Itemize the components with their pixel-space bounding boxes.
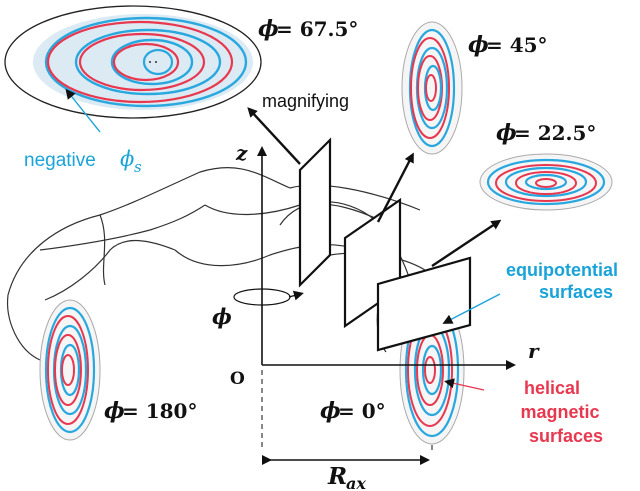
callout-lines <box>65 88 501 391</box>
phi-symbol: ϕ <box>104 398 125 424</box>
section-phi-180 <box>39 299 101 441</box>
phi-axis-label: ϕ <box>212 304 232 329</box>
rax-label: R ax <box>327 463 366 491</box>
equipotential-line-1: equipotential <box>506 260 618 280</box>
label-phi-180: ϕ = 180° <box>104 398 197 424</box>
label-phi-67: ϕ = 67.5° <box>258 16 358 42</box>
section-phi-22 <box>479 153 613 211</box>
z-axis-label: z <box>235 141 248 165</box>
helical-label: helical magnetic surfaces <box>520 378 603 446</box>
helical-line-1: helical <box>524 378 580 398</box>
cutting-planes <box>298 137 472 352</box>
equipotential-line-2: surfaces <box>539 282 613 302</box>
rax-subscript: ax <box>346 474 366 491</box>
negative-label: negative <box>24 150 96 171</box>
phi-180-label: = 180° <box>122 399 197 423</box>
phi-45-label: = 45° <box>486 33 548 57</box>
magnifying-label: magnifying <box>262 91 349 111</box>
phi-0-label: = 0° <box>338 399 386 423</box>
label-phi-45: ϕ = 45° <box>468 32 548 58</box>
phi-symbol: ϕ <box>468 32 489 58</box>
phi-22-label: = 22.5° <box>514 121 596 145</box>
section-phi-45 <box>401 21 463 155</box>
label-phi-0: ϕ = 0° <box>320 398 386 424</box>
negative-phi-s-label: negative ϕ s <box>24 147 142 176</box>
label-phi-22: ϕ = 22.5° <box>496 120 596 146</box>
phi-s-subscript: s <box>134 158 142 176</box>
magnifying-arrows <box>247 107 502 267</box>
phi-s-symbol: ϕ <box>120 147 134 171</box>
phi-symbol: ϕ <box>258 16 279 42</box>
helical-line-2: magnetic <box>520 402 599 422</box>
rax-main: R <box>327 463 347 490</box>
phi-67-label: = 67.5° <box>276 17 358 41</box>
origin-label: O <box>230 369 245 389</box>
r-axis-label: r <box>528 339 540 363</box>
equipotential-label: equipotential surfaces <box>506 260 618 302</box>
axes <box>233 146 516 465</box>
helical-line-3: surfaces <box>529 426 603 446</box>
inset-phi-67 <box>4 5 262 119</box>
phi-symbol: ϕ <box>496 120 517 146</box>
phi-symbol: ϕ <box>320 398 341 424</box>
